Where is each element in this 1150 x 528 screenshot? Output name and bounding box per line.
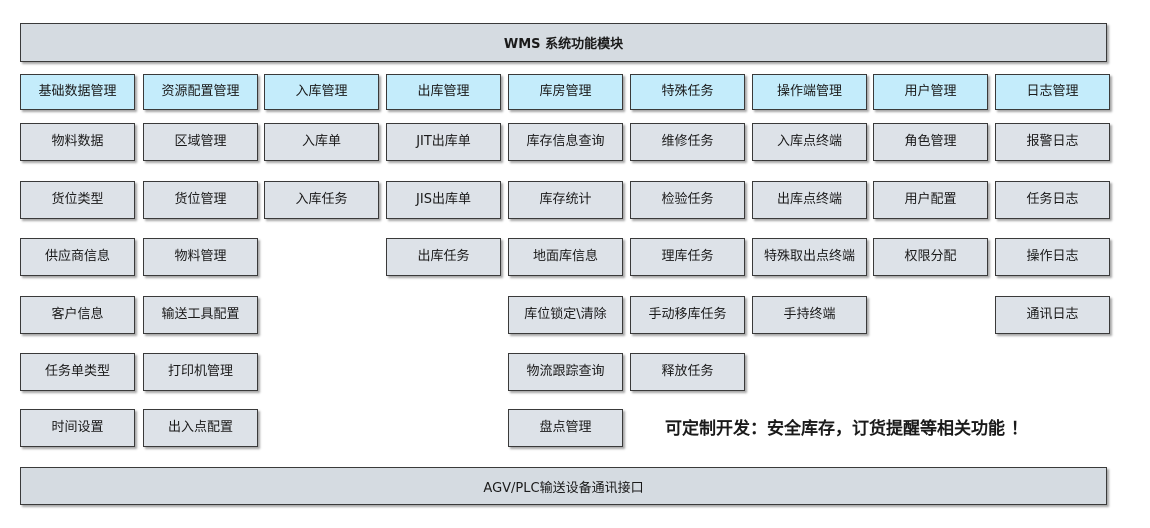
module-item: 地面库信息: [508, 238, 623, 276]
module-header: 出库管理: [386, 74, 501, 110]
module-item: 角色管理: [873, 123, 988, 161]
module-item: 特殊取出点终端: [752, 238, 867, 276]
module-item: 区域管理: [143, 123, 258, 161]
module-item: 通讯日志: [995, 296, 1110, 334]
module-item: 入库任务: [264, 181, 379, 219]
diagram-title: WMS 系统功能模块: [503, 37, 624, 52]
module-item: 用户配置: [873, 181, 988, 219]
module-header: 库房管理: [508, 74, 623, 110]
module-item: 任务日志: [995, 181, 1110, 219]
module-header: 资源配置管理: [143, 74, 258, 110]
module-item: 货位管理: [143, 181, 258, 219]
module-header: 日志管理: [995, 74, 1110, 110]
module-item: 维修任务: [630, 123, 745, 161]
interface-label: AGV/PLC输送设备通讯接口: [483, 480, 644, 496]
module-item: 入库点终端: [752, 123, 867, 161]
module-item: 理库任务: [630, 238, 745, 276]
module-item: 盘点管理: [508, 409, 623, 447]
module-item: 客户信息: [20, 296, 135, 334]
module-item: 手动移库任务: [630, 296, 745, 334]
module-item: 货位类型: [20, 181, 135, 219]
module-item: 检验任务: [630, 181, 745, 219]
module-item: 出入点配置: [143, 409, 258, 447]
module-item: 库存统计: [508, 181, 623, 219]
module-item: 供应商信息: [20, 238, 135, 276]
module-header: 入库管理: [264, 74, 379, 110]
module-item: 出库任务: [386, 238, 501, 276]
module-item: 报警日志: [995, 123, 1110, 161]
module-header: 操作端管理: [752, 74, 867, 110]
title-bar: WMS 系统功能模块: [20, 23, 1107, 62]
module-item: 权限分配: [873, 238, 988, 276]
module-item: 任务单类型: [20, 353, 135, 391]
module-item: 释放任务: [630, 353, 745, 391]
module-item: 打印机管理: [143, 353, 258, 391]
module-item: 库存信息查询: [508, 123, 623, 161]
interface-bar: AGV/PLC输送设备通讯接口: [20, 467, 1107, 505]
module-header: 特殊任务: [630, 74, 745, 110]
module-item: 物流跟踪查询: [508, 353, 623, 391]
module-item: 输送工具配置: [143, 296, 258, 334]
module-item: 时间设置: [20, 409, 135, 447]
module-header: 基础数据管理: [20, 74, 135, 110]
module-item: 出库点终端: [752, 181, 867, 219]
module-item: JIT出库单: [386, 123, 501, 161]
module-item: 库位锁定\清除: [508, 296, 623, 334]
module-item: 操作日志: [995, 238, 1110, 276]
module-item: 物料管理: [143, 238, 258, 276]
module-item: 入库单: [264, 123, 379, 161]
module-item: 物料数据: [20, 123, 135, 161]
customization-note: 可定制开发：安全库存，订货提醒等相关功能 ！: [665, 419, 1028, 439]
module-header: 用户管理: [873, 74, 988, 110]
module-item: 手持终端: [752, 296, 867, 334]
module-item: JIS出库单: [386, 181, 501, 219]
